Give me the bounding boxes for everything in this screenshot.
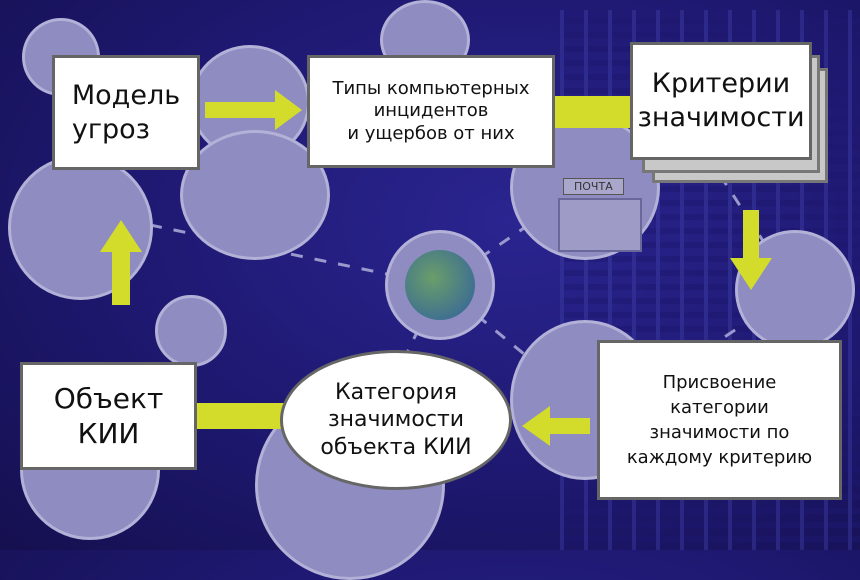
post-office-building — [558, 198, 642, 252]
threat-model-label: Модель угроз — [71, 79, 181, 145]
assignment-box: Присвоение категории значимости по каждо… — [597, 340, 842, 500]
category-ellipse: Категория значимости объекта КИИ — [280, 350, 512, 490]
object-label: Объект КИИ — [53, 382, 164, 450]
globe-icon — [405, 250, 475, 320]
arrow-left-icon — [522, 406, 590, 446]
criteria-box: Критерии значимости — [630, 42, 812, 160]
category-label: Категория значимости объекта КИИ — [320, 379, 472, 460]
threat-model-box: Модель угроз — [52, 55, 200, 170]
object-box: Объект КИИ — [20, 362, 197, 470]
criteria-label: Критерии значимости — [637, 68, 805, 133]
link-bar-incidents-criteria — [553, 96, 633, 128]
incident-types-box: Типы компьютерных инцидентов и ущербов о… — [307, 55, 555, 168]
arrow-right-icon — [205, 90, 302, 130]
globe-illustration — [385, 230, 495, 340]
flow-arrows — [100, 90, 772, 446]
train-illustration — [180, 130, 330, 260]
assignment-label: Присвоение категории значимости по каждо… — [626, 371, 813, 469]
incident-types-label: Типы компьютерных инцидентов и ущербов о… — [332, 77, 530, 144]
arrow-up-icon — [100, 220, 142, 305]
antenna-illustration — [155, 295, 227, 367]
link-bar-object-category — [197, 403, 292, 429]
post-office-sign: ПОЧТА — [563, 178, 624, 195]
arrow-down-icon — [730, 210, 772, 290]
